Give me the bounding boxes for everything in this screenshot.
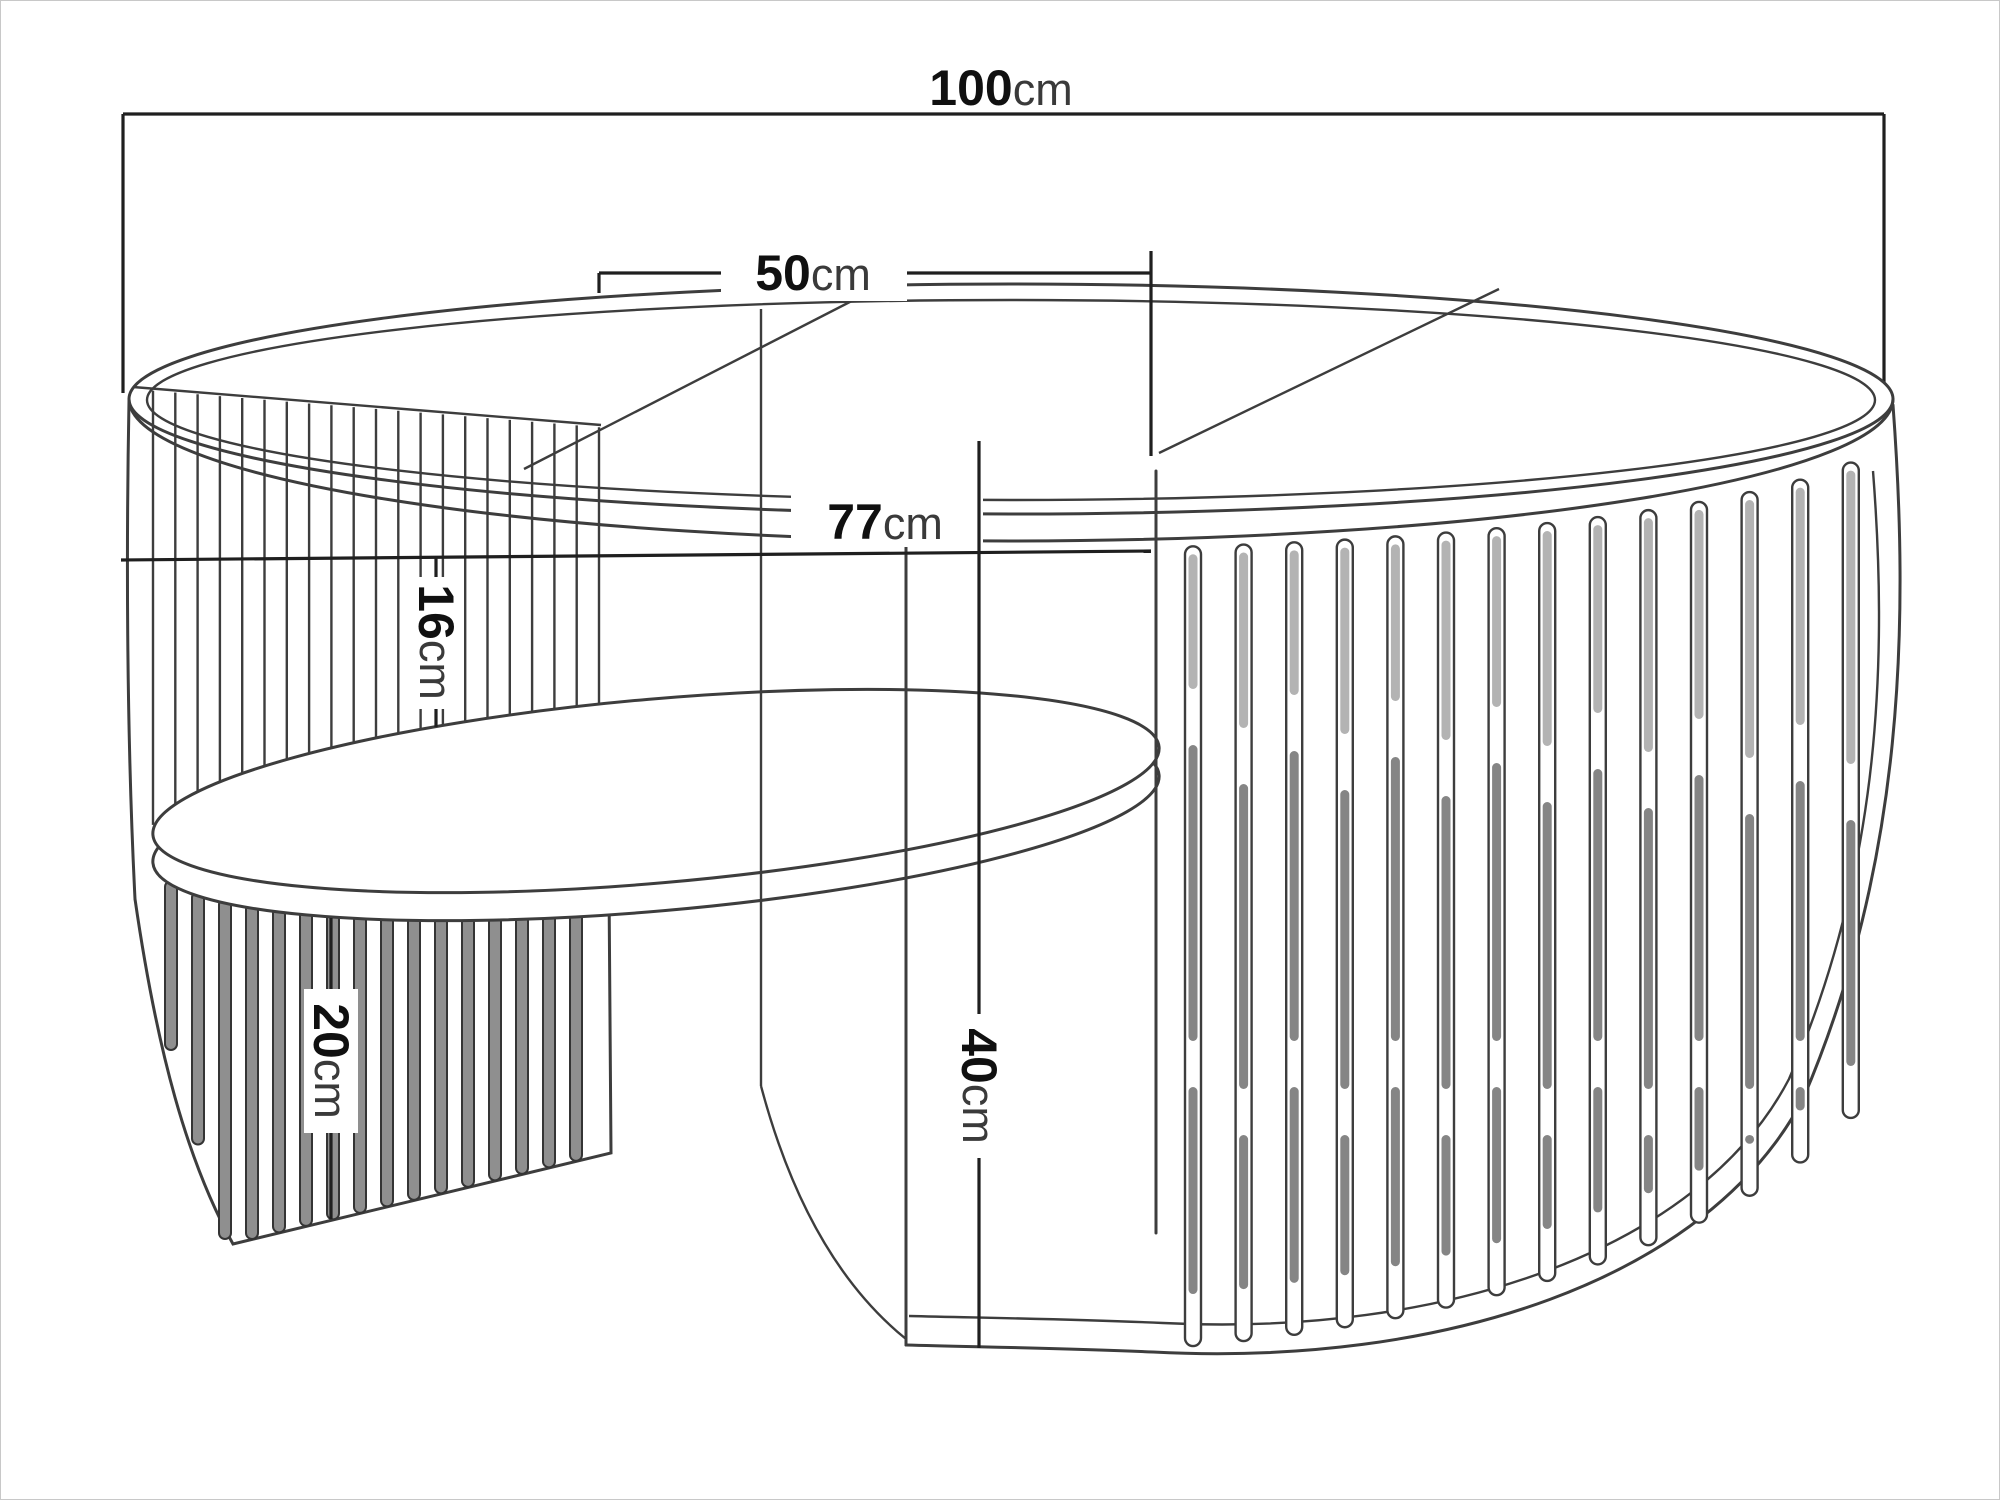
- dimension-top-depth: 50cm: [597, 241, 1153, 456]
- slat: [569, 909, 583, 1162]
- left-wall-slats: [151, 390, 601, 825]
- shelf-top: [151, 687, 1161, 895]
- dimension-width: 100cm: [123, 60, 1884, 116]
- dimension-inner-width: 77cm: [120, 493, 1152, 562]
- slat-shading: [1492, 763, 1502, 1041]
- label-backing: [791, 493, 983, 547]
- label-backing: [304, 989, 358, 1133]
- slat-shading: [1643, 1135, 1653, 1194]
- slat-shading: [1188, 554, 1198, 689]
- slat: [461, 913, 475, 1188]
- slat-shading: [1441, 1135, 1451, 1256]
- slat-shading: [1593, 525, 1603, 713]
- label-backing: [721, 241, 907, 301]
- slat: [164, 879, 178, 1051]
- slat-shading: [1340, 790, 1350, 1089]
- tabletop-front-rim: [127, 397, 1895, 543]
- dimension-line-inner-width: [120, 549, 1152, 562]
- slat-shading: [1340, 1135, 1350, 1276]
- slat-shading: [1188, 745, 1198, 1041]
- slat-shading: [1289, 1087, 1299, 1283]
- cylinder-cut-bottom: [759, 1085, 907, 1340]
- tabletop-seam-left: [523, 285, 880, 471]
- tabletop-seam-right: [1158, 287, 1500, 455]
- cylinder-outer-contour: [904, 403, 1902, 1356]
- slat: [218, 897, 232, 1240]
- slat: [272, 906, 286, 1234]
- slat-shading: [1745, 500, 1755, 758]
- slat-shading: [1239, 784, 1249, 1089]
- slat: [380, 913, 394, 1208]
- left-wall-top-rail: [132, 385, 602, 427]
- dimension-base-height-label: 20cm: [303, 1003, 359, 1119]
- dimension-top-depth-label: 50cm: [755, 245, 871, 301]
- slat-shading: [1542, 802, 1552, 1089]
- dimension-inner-width-label: 77cm: [827, 494, 943, 550]
- dimension-height-label: 40cm: [951, 1028, 1007, 1144]
- slat: [434, 913, 448, 1195]
- slat-shading: [1239, 552, 1249, 728]
- slat-shading: [1390, 1087, 1400, 1267]
- left-slat-wall: [125, 385, 602, 901]
- slat: [515, 912, 529, 1175]
- slat-shading: [1846, 470, 1856, 764]
- dimension-base-height: 20cm: [303, 918, 359, 1219]
- slat-shading: [1795, 487, 1805, 725]
- slat: [245, 902, 259, 1240]
- slat-shading: [1593, 1087, 1603, 1213]
- slat-shading: [1441, 796, 1451, 1089]
- slat: [542, 911, 556, 1169]
- slat-shading: [1643, 518, 1653, 752]
- cylinder-slats: [1183, 461, 1861, 1348]
- dimension-height: 40cm: [951, 441, 1007, 1348]
- slat-shading: [1795, 1087, 1805, 1111]
- slat-shading: [1492, 1087, 1502, 1244]
- slat: [191, 890, 205, 1146]
- slat: [407, 913, 421, 1201]
- slat-shading: [1593, 769, 1603, 1041]
- slat-shading: [1694, 775, 1704, 1041]
- dimension-width-label: 100cm: [929, 60, 1072, 116]
- slat-shading: [1492, 536, 1502, 707]
- middle-shelf: [151, 687, 1161, 923]
- slat-shading: [1390, 757, 1400, 1041]
- base-slats: [164, 879, 583, 1240]
- slat-shading: [1542, 1135, 1552, 1229]
- base-cutaway: [133, 879, 613, 1246]
- dimension-shelf-clearance-label: 16cm: [408, 584, 464, 700]
- slat-shading: [1441, 540, 1451, 740]
- base-cutaway-contour: [133, 883, 613, 1246]
- slat-shading: [1643, 808, 1653, 1089]
- tabletop-outer-edge: [127, 282, 1895, 516]
- tabletop: [127, 282, 1895, 543]
- slat-shading: [1390, 544, 1400, 701]
- right-slat-cylinder: [759, 309, 1902, 1356]
- left-wall-outer-edge: [125, 399, 137, 901]
- dimension-shelf-clearance: 16cm: [408, 557, 464, 727]
- slat-shading: [1795, 781, 1805, 1041]
- slat-shading: [1846, 820, 1856, 1066]
- label-backing: [409, 577, 463, 709]
- dimension-width-extensions: [121, 114, 1886, 401]
- label-backing: [952, 1014, 1006, 1158]
- tabletop-inner-edge: [145, 298, 1877, 502]
- slat-shading: [1694, 509, 1704, 719]
- slat-shading: [1694, 1087, 1704, 1171]
- slat-shading: [1239, 1135, 1249, 1290]
- slat-shading: [1289, 751, 1299, 1041]
- slat-shading: [1340, 547, 1350, 734]
- slat-shading: [1188, 1087, 1198, 1295]
- slat: [488, 913, 502, 1182]
- slat-shading: [1289, 550, 1299, 695]
- slat-shading: [1542, 531, 1552, 746]
- slat-shading: [1745, 1135, 1755, 1144]
- slat-shading: [1745, 814, 1755, 1089]
